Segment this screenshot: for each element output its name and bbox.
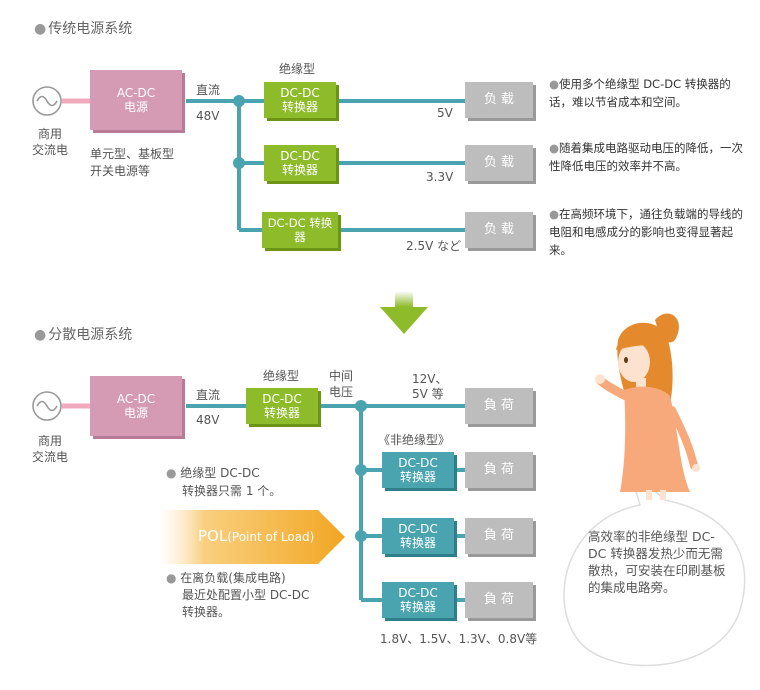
isolated-type-label: 绝缘型 xyxy=(279,62,316,76)
junction-dot xyxy=(233,157,245,169)
load-box-top: 負 荷 xyxy=(465,388,533,424)
ac-source-symbol-bottom xyxy=(32,391,62,421)
traditional-note-1: ●使用多个绝缘型 DC-DC 转换器的话，难以节省成本和空间。 xyxy=(549,77,731,109)
traditional-note-3: ●在高频环境下，通往负载端的导线的电阻和电感成分的影响也变得显著起来。 xyxy=(549,207,744,257)
load-box-pol-3: 負 荷 xyxy=(465,582,533,618)
non-isolated-label: 《非绝缘型》 xyxy=(378,433,451,447)
ac-source-label: 商用 交流电 xyxy=(32,127,69,157)
pol-arrow xyxy=(158,510,345,564)
junction-dot xyxy=(355,530,367,542)
down-arrow xyxy=(380,291,428,334)
load-box-pol-2: 負 荷 xyxy=(465,518,533,554)
dcdc-converter-3: DC-DC 转换器 xyxy=(262,212,338,248)
junction-dot xyxy=(355,464,367,476)
junction-dot xyxy=(233,95,245,107)
traditional-note-2: ●随着集成电路驱动电压的降低，一次性降低电压的效率并不高。 xyxy=(549,141,744,173)
acdc-description: 单元型、基板型 开关电源等 xyxy=(90,147,175,178)
voltage-3v3-label: 3.3V xyxy=(426,170,454,184)
dc-voltage-label-bottom: 48V xyxy=(196,413,220,427)
voltage-5v-label: 5V xyxy=(437,106,453,120)
dc-label: 直流 xyxy=(196,83,221,97)
isolated-type-label-bottom: 绝缘型 xyxy=(263,369,300,383)
load-box-1: 负 载 xyxy=(465,82,533,118)
speech-bubble-text: 高效率的非绝缘型 DC-DC 转换器发热少而无需散热，可安装在印刷基板的集成电路… xyxy=(588,529,726,595)
girl-illustration xyxy=(595,313,700,500)
ac-source-label-bottom: 商用 交流电 xyxy=(32,434,69,464)
traditional-heading: 传统电源系统 xyxy=(34,18,132,38)
output-voltages-label: 1.8V、1.5V、1.3V、0.8V等 xyxy=(380,632,538,646)
top-voltage-label: 12V、 5V 等 xyxy=(412,372,448,401)
voltage-2v5-label: 2.5V など xyxy=(406,239,462,253)
load-box-pol-1: 負 荷 xyxy=(465,452,533,488)
distributed-note-1: ● 绝缘型 DC-DC 转换器只需 1 个。 xyxy=(166,466,282,498)
junction-dot xyxy=(355,400,367,412)
dc-voltage-label: 48V xyxy=(196,109,220,123)
pol-title: POL(Point of Load) xyxy=(198,527,315,545)
speech-bubble xyxy=(563,467,746,667)
load-box-3: 负 载 xyxy=(465,212,533,248)
distributed-note-2: ● 在离负载(集成电路) 最近处配置小型 DC-DC 转换器。 xyxy=(166,571,310,619)
dc-label-bottom: 直流 xyxy=(196,388,221,402)
load-box-2: 负 载 xyxy=(465,145,533,181)
distributed-heading: 分散电源系统 xyxy=(34,324,132,344)
ac-source-symbol-top xyxy=(32,86,62,116)
intermediate-voltage-label: 中间 电压 xyxy=(329,369,354,399)
